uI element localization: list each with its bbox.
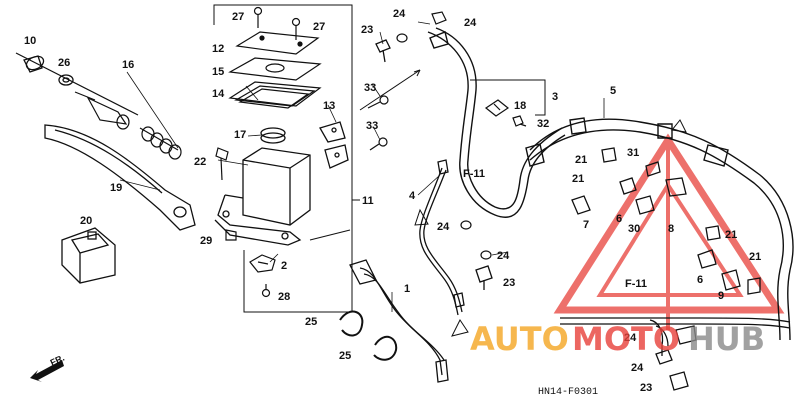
callout-15: 15 bbox=[212, 66, 224, 78]
part-12-reservoir-cover bbox=[235, 31, 320, 55]
part-11-master-cylinder bbox=[214, 147, 311, 246]
part-16-piston-set bbox=[15, 52, 182, 160]
part-13-holder bbox=[319, 121, 349, 169]
callout-23c: 23 bbox=[640, 382, 652, 394]
callout-16: 16 bbox=[122, 59, 134, 71]
callout-8: 8 bbox=[668, 223, 674, 235]
callout-33b: 33 bbox=[366, 120, 378, 132]
callout-14: 14 bbox=[212, 88, 225, 100]
callout-13: 13 bbox=[323, 100, 335, 112]
watermark-logo bbox=[553, 133, 785, 330]
callout-3: 3 bbox=[552, 91, 558, 103]
callout-6a: 6 bbox=[616, 213, 622, 225]
watermark-part-2: MOTO bbox=[572, 320, 680, 358]
callout-12: 12 bbox=[212, 43, 224, 55]
callout-24e: 24 bbox=[624, 332, 637, 344]
callout-9: 9 bbox=[718, 290, 724, 302]
callout-32: 32 bbox=[537, 118, 549, 130]
callout-24d: 24 bbox=[497, 250, 510, 262]
callout-23b: 23 bbox=[503, 277, 515, 289]
callout-29: 29 bbox=[200, 235, 212, 247]
callout-24b: 24 bbox=[464, 17, 477, 29]
ref-f11-bottom: F-11 bbox=[625, 278, 647, 290]
callout-19: 19 bbox=[110, 182, 122, 194]
callout-31: 31 bbox=[627, 147, 639, 159]
part-2-clamp bbox=[249, 254, 276, 273]
callout-27b: 27 bbox=[313, 21, 325, 33]
callout-24c: 24 bbox=[437, 221, 450, 233]
part-18-clamp bbox=[484, 99, 510, 117]
callout-22: 22 bbox=[194, 156, 206, 168]
part-1-brake-pipe bbox=[349, 259, 449, 383]
front-direction-arrow: FR. bbox=[30, 353, 66, 382]
callout-21d: 21 bbox=[749, 251, 761, 263]
callout-6b: 6 bbox=[697, 274, 703, 286]
part-25-clamps bbox=[339, 310, 398, 361]
hose-bracket-3 bbox=[470, 79, 546, 116]
callout-23a: 23 bbox=[361, 24, 373, 36]
part-32-bolt bbox=[512, 115, 527, 127]
callout-24f: 24 bbox=[631, 362, 644, 374]
callout-21a: 21 bbox=[575, 154, 587, 166]
diagram-code: HN14-F0301 bbox=[538, 387, 598, 398]
lower-brake-pipe bbox=[560, 317, 791, 391]
callout-28: 28 bbox=[278, 291, 290, 303]
callout-30: 30 bbox=[628, 223, 640, 235]
part-19-brake-lever bbox=[44, 124, 196, 231]
callout-27a: 27 bbox=[232, 11, 244, 23]
reference-arrows bbox=[309, 69, 687, 337]
callout-24a: 24 bbox=[393, 8, 406, 20]
part-23-banjo-bolt-mid bbox=[475, 265, 493, 290]
callout-5: 5 bbox=[610, 85, 616, 97]
watermark-text: AUTO MOTO HUB bbox=[470, 320, 765, 358]
part-17-boot bbox=[260, 127, 286, 144]
part-3-brake-hose bbox=[427, 27, 566, 218]
callout-33a: 33 bbox=[364, 82, 376, 94]
part-10-cap bbox=[23, 55, 45, 73]
callout-10: 10 bbox=[24, 35, 36, 47]
callout-25a: 25 bbox=[305, 316, 317, 328]
part-24-washers-top bbox=[396, 11, 447, 43]
callout-7: 7 bbox=[583, 219, 589, 231]
callout-4: 4 bbox=[409, 190, 416, 202]
leader-lines bbox=[119, 21, 605, 312]
part-20-switch bbox=[61, 227, 116, 284]
callout-21b: 21 bbox=[572, 173, 584, 185]
callout-2: 2 bbox=[281, 260, 287, 272]
callout-18: 18 bbox=[514, 100, 526, 112]
callout-25b: 25 bbox=[339, 350, 351, 362]
part-27-screws bbox=[253, 6, 301, 40]
callout-20: 20 bbox=[80, 215, 92, 227]
ref-f11-top: F-11 bbox=[463, 168, 485, 180]
hose-fittings bbox=[571, 147, 761, 295]
part-4-brake-pipe bbox=[419, 159, 465, 316]
part-28-screw bbox=[261, 284, 271, 298]
callout-21c: 21 bbox=[725, 229, 737, 241]
part-24-washers-mid bbox=[460, 220, 492, 260]
callout-11: 11 bbox=[362, 195, 374, 207]
watermark-part-3: HUB bbox=[688, 320, 765, 358]
part-15-set-plate bbox=[228, 57, 322, 81]
callout-1: 1 bbox=[404, 283, 410, 295]
callout-17: 17 bbox=[234, 129, 246, 141]
callout-26: 26 bbox=[58, 57, 70, 69]
watermark-part-1: AUTO bbox=[470, 320, 569, 358]
part-22-pivot-bolt bbox=[215, 147, 237, 241]
part-14-diaphragm bbox=[228, 81, 322, 109]
part-33-bolts bbox=[367, 95, 389, 151]
part-5-brake-hose bbox=[525, 117, 794, 341]
